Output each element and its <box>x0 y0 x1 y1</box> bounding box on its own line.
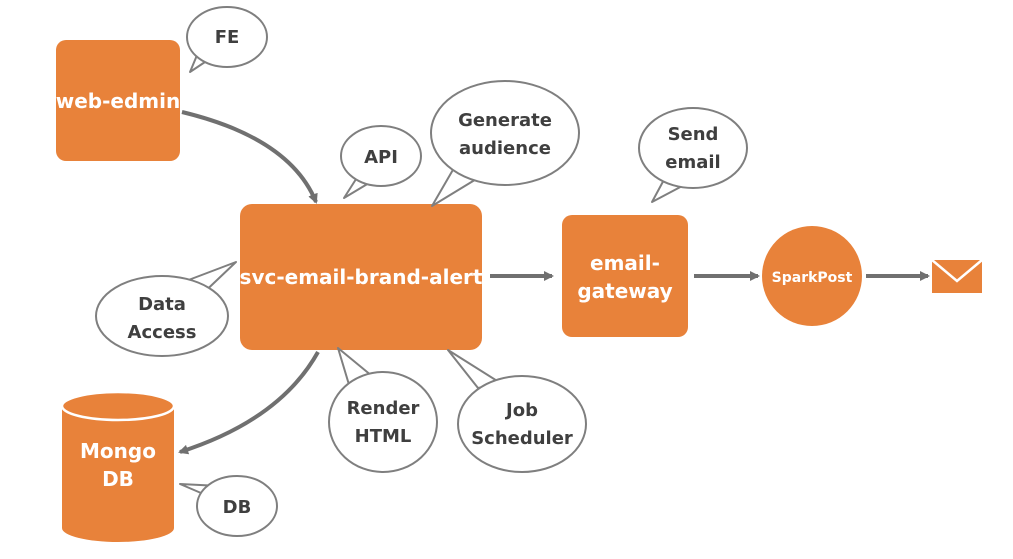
bubble-db-text: DB <box>223 497 252 518</box>
bubble-fe: FE <box>186 6 268 73</box>
node-mongo-db: Mongo DB <box>60 390 176 542</box>
node-gateway-label-line1: email- <box>590 251 660 275</box>
bubble-fe-text: FE <box>215 27 240 48</box>
bubble-job-scheduler: Job Scheduler <box>447 349 587 473</box>
arrow-svc-to-mongodb <box>178 351 320 455</box>
node-mongo-label-line1: Mongo <box>80 439 156 463</box>
node-svc-label: svc-email-brand-alert <box>240 265 483 289</box>
node-web-edmin: web-edmin <box>56 40 180 161</box>
bubble-render-line1: Render <box>347 398 420 419</box>
bubble-generate-line1: Generate <box>458 110 552 131</box>
bubble-db: DB <box>179 475 278 537</box>
bubble-api: API <box>340 125 422 199</box>
node-web-edmin-label: web-edmin <box>56 89 180 113</box>
bubble-job-line2: Scheduler <box>471 428 573 449</box>
node-email-gateway: email- gateway <box>562 215 688 337</box>
node-gateway-label-line2: gateway <box>577 279 672 303</box>
bubble-job-line1: Job <box>504 400 538 421</box>
arrow-webedmin-to-svc <box>181 110 318 204</box>
bubble-generate-line2: audience <box>459 138 551 159</box>
node-svc-email-brand-alert: svc-email-brand-alert <box>240 204 483 350</box>
bubble-generate-audience: Generate audience <box>430 80 580 207</box>
bubble-send-email: Send email <box>638 107 748 203</box>
bubble-data-line2: Access <box>128 322 197 343</box>
bubble-render-line2: HTML <box>355 426 412 447</box>
node-mongo-label-line2: DB <box>102 467 134 491</box>
node-sparkpost: SparkPost <box>762 226 862 326</box>
bubble-api-text: API <box>364 147 398 168</box>
bubble-send-line2: email <box>665 152 720 173</box>
bubble-send-line1: Send <box>668 124 719 145</box>
bubble-data-access: Data Access <box>95 261 237 357</box>
bubble-render-html: Render HTML <box>328 347 438 473</box>
envelope-icon <box>931 259 983 293</box>
bubble-data-line1: Data <box>138 294 186 315</box>
node-sparkpost-label: SparkPost <box>772 270 853 286</box>
